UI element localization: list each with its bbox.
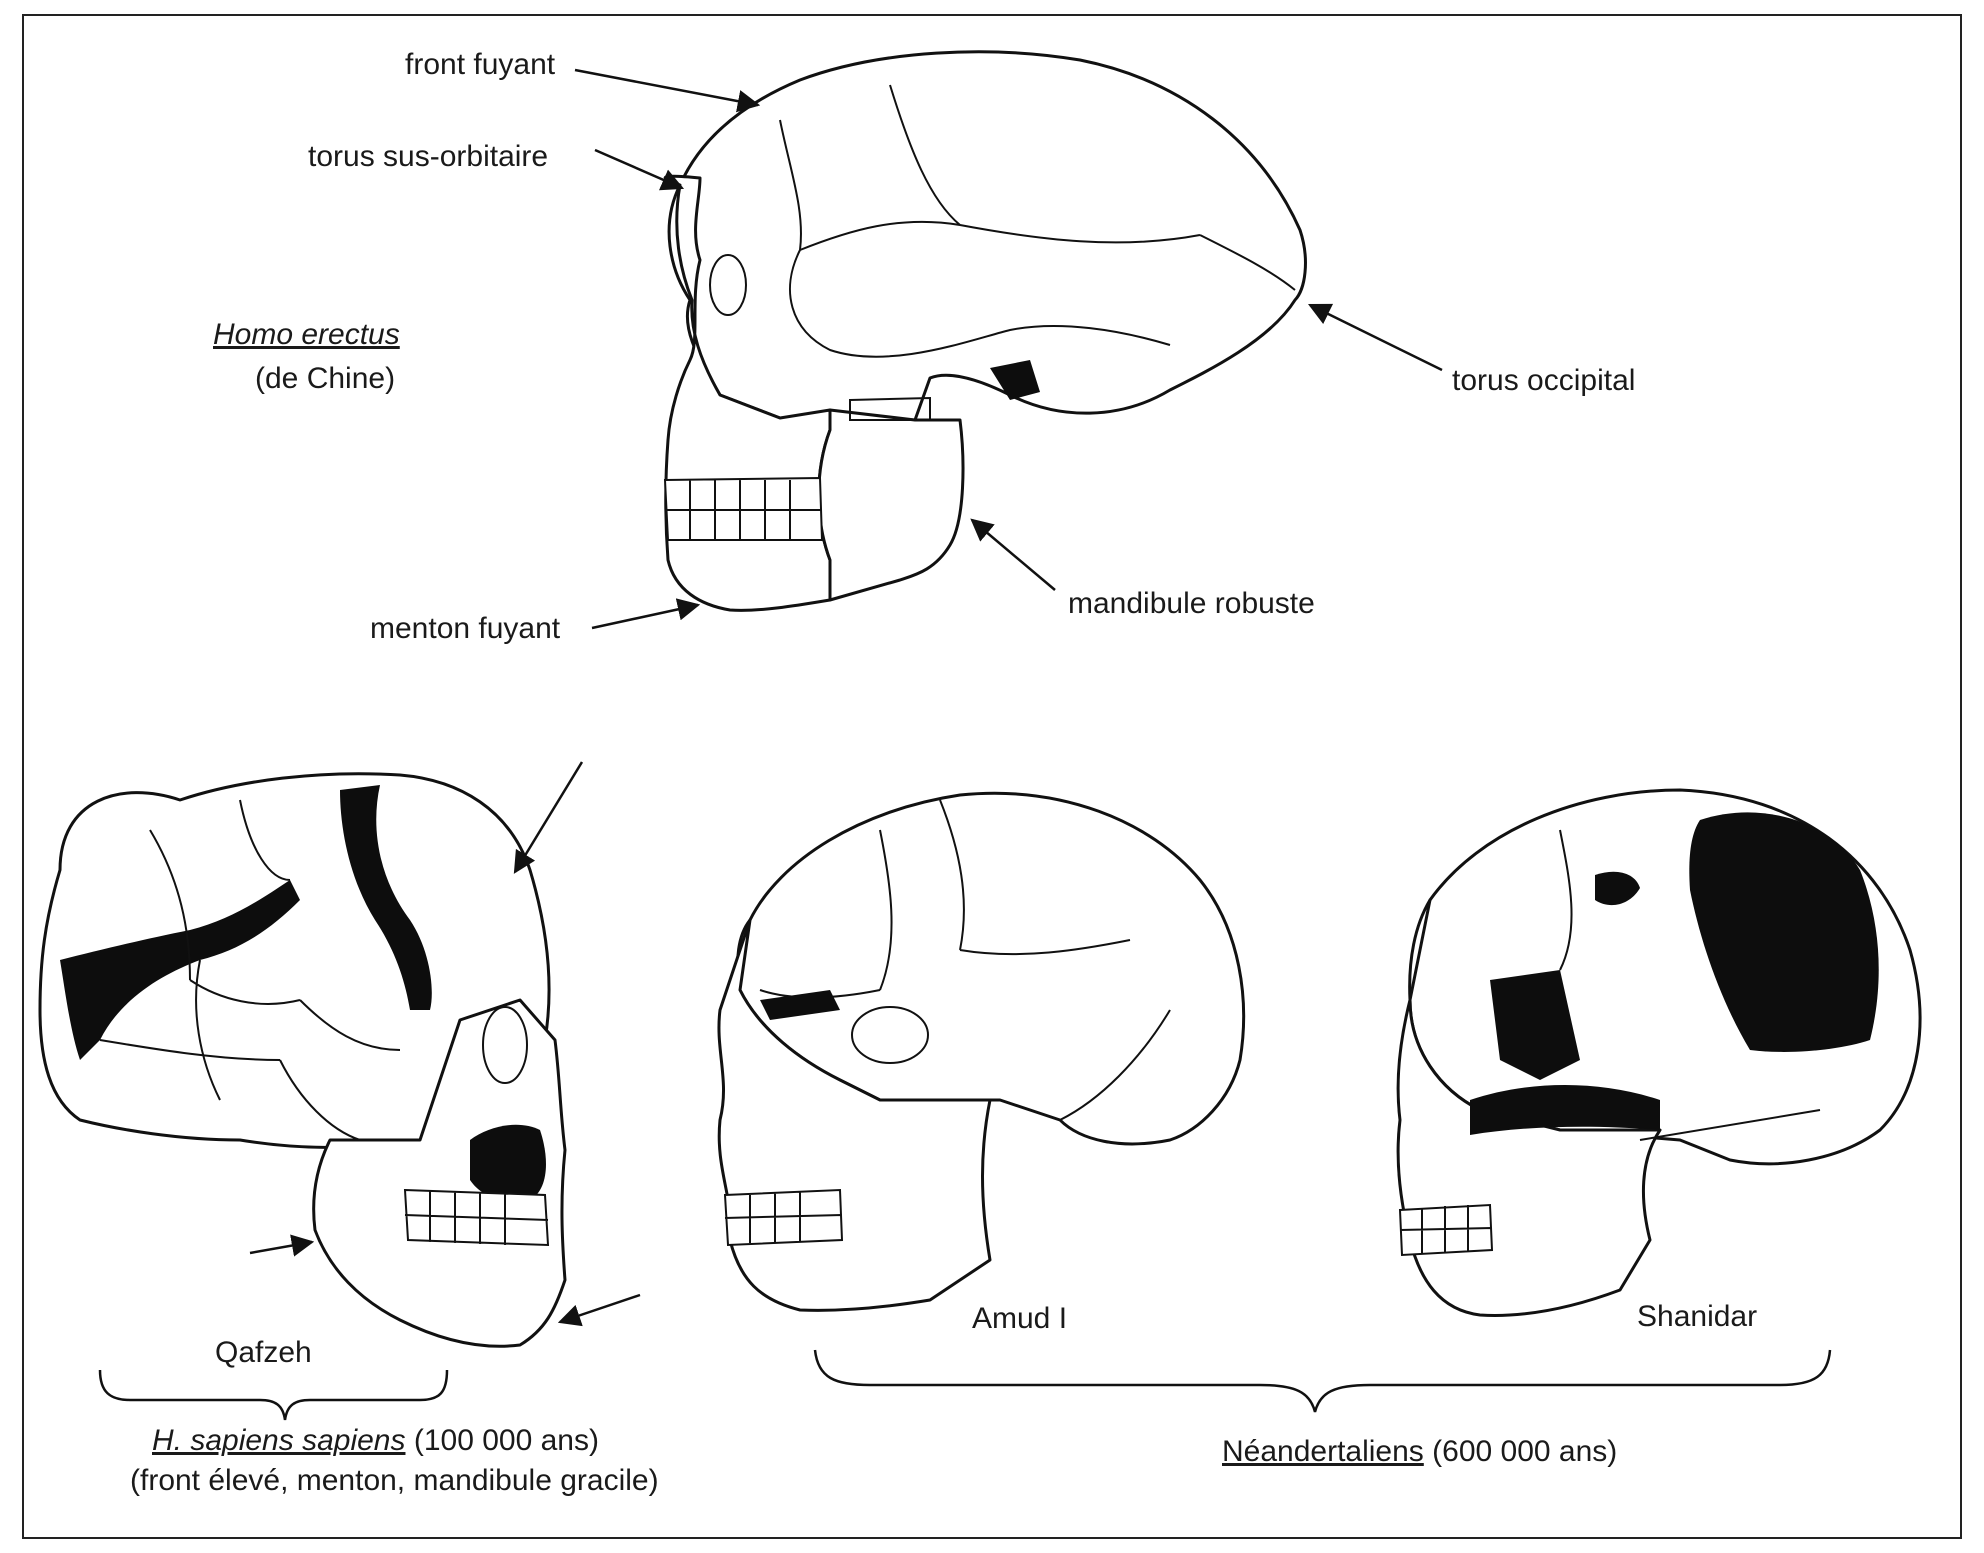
- label-qafzeh: Qafzeh: [215, 1336, 312, 1369]
- qafzeh-dark-patch-1: [60, 880, 300, 1060]
- amud-brow-shadow: [760, 990, 840, 1020]
- label-menton-fuyant: menton fuyant: [370, 612, 561, 645]
- arrow-mandibule-robuste: [970, 518, 1056, 591]
- amud-sutures: [759, 799, 1171, 1121]
- arrow-torus-sus-orbitaire: [594, 148, 685, 191]
- qafzeh-face: [312, 998, 567, 1348]
- label-torus-occipital: torus occipital: [1452, 364, 1636, 397]
- label-amud: Amud I: [972, 1302, 1068, 1335]
- qafzeh-skull: [38, 772, 567, 1348]
- caption-neander-name: Néandertaliens: [1222, 1435, 1424, 1468]
- diagram-frame: [22, 14, 1962, 1539]
- caption-sapiens: H. sapiens sapiens (100 000 ans): [152, 1424, 599, 1458]
- label-mandibule-robuste: mandibule robuste: [1068, 587, 1315, 620]
- label-de-chine: (de Chine): [255, 362, 396, 395]
- amud-orbit: [851, 1006, 929, 1064]
- erectus-cranium: [667, 50, 1307, 422]
- arrow-qafzeh-front: [513, 761, 584, 874]
- label-shanidar: Shanidar: [1637, 1300, 1758, 1333]
- label-torus-sus-orbitaire: torus sus-orbitaire: [308, 140, 549, 173]
- shanidar-brow-band: [1470, 1085, 1660, 1135]
- arrow-torus-occipital: [1307, 303, 1443, 372]
- shanidar-dark-region: [1689, 812, 1879, 1052]
- brace-qafzeh: [98, 1369, 449, 1421]
- erectus-zygomatic: [849, 396, 931, 421]
- shanidar-dark-patch-small: [1595, 871, 1640, 906]
- caption-sapiens-age: (100 000 ans): [413, 1424, 599, 1457]
- qafzeh-sutures: [99, 799, 401, 1141]
- qafzeh-teeth: [403, 1188, 550, 1247]
- qafzeh-orbit: [482, 1006, 528, 1084]
- arrow-front-fuyant: [574, 68, 761, 113]
- caption-neandertaliens: Néandertaliens (600 000 ans): [1222, 1435, 1617, 1469]
- erectus-orbit: [709, 254, 747, 316]
- arrow-menton-fuyant: [591, 598, 701, 630]
- caption-sapiens-traits: (front élevé, menton, mandibule gracile): [130, 1464, 659, 1497]
- homo-erectus-skull: [663, 50, 1307, 612]
- shanidar-sutures: [1559, 829, 1821, 1141]
- caption-neander-age: (600 000 ans): [1432, 1435, 1618, 1468]
- amud-skull: [717, 791, 1246, 1312]
- erectus-teeth: [663, 476, 824, 541]
- qafzeh-dark-patch-2: [340, 785, 432, 1010]
- erectus-mandible: [817, 408, 965, 602]
- erectus-suture: [779, 84, 1296, 358]
- shanidar-teeth: [1398, 1203, 1494, 1257]
- qafzeh-dark-patch-3: [470, 1124, 546, 1202]
- arrow-qafzeh-mandible: [249, 1234, 315, 1257]
- arrow-qafzeh-menton: [557, 1293, 641, 1327]
- shanidar-skull: [1396, 788, 1922, 1317]
- label-homo-erectus: Homo erectus: [213, 318, 400, 351]
- amud-teeth: [723, 1188, 844, 1247]
- brace-neandertaliens: [813, 1349, 1832, 1413]
- label-front-fuyant: front fuyant: [405, 48, 556, 81]
- erectus-ear-shadow: [990, 360, 1040, 400]
- shanidar-dark-patch-mid: [1490, 970, 1580, 1080]
- caption-sapiens-name: H. sapiens sapiens: [152, 1424, 406, 1457]
